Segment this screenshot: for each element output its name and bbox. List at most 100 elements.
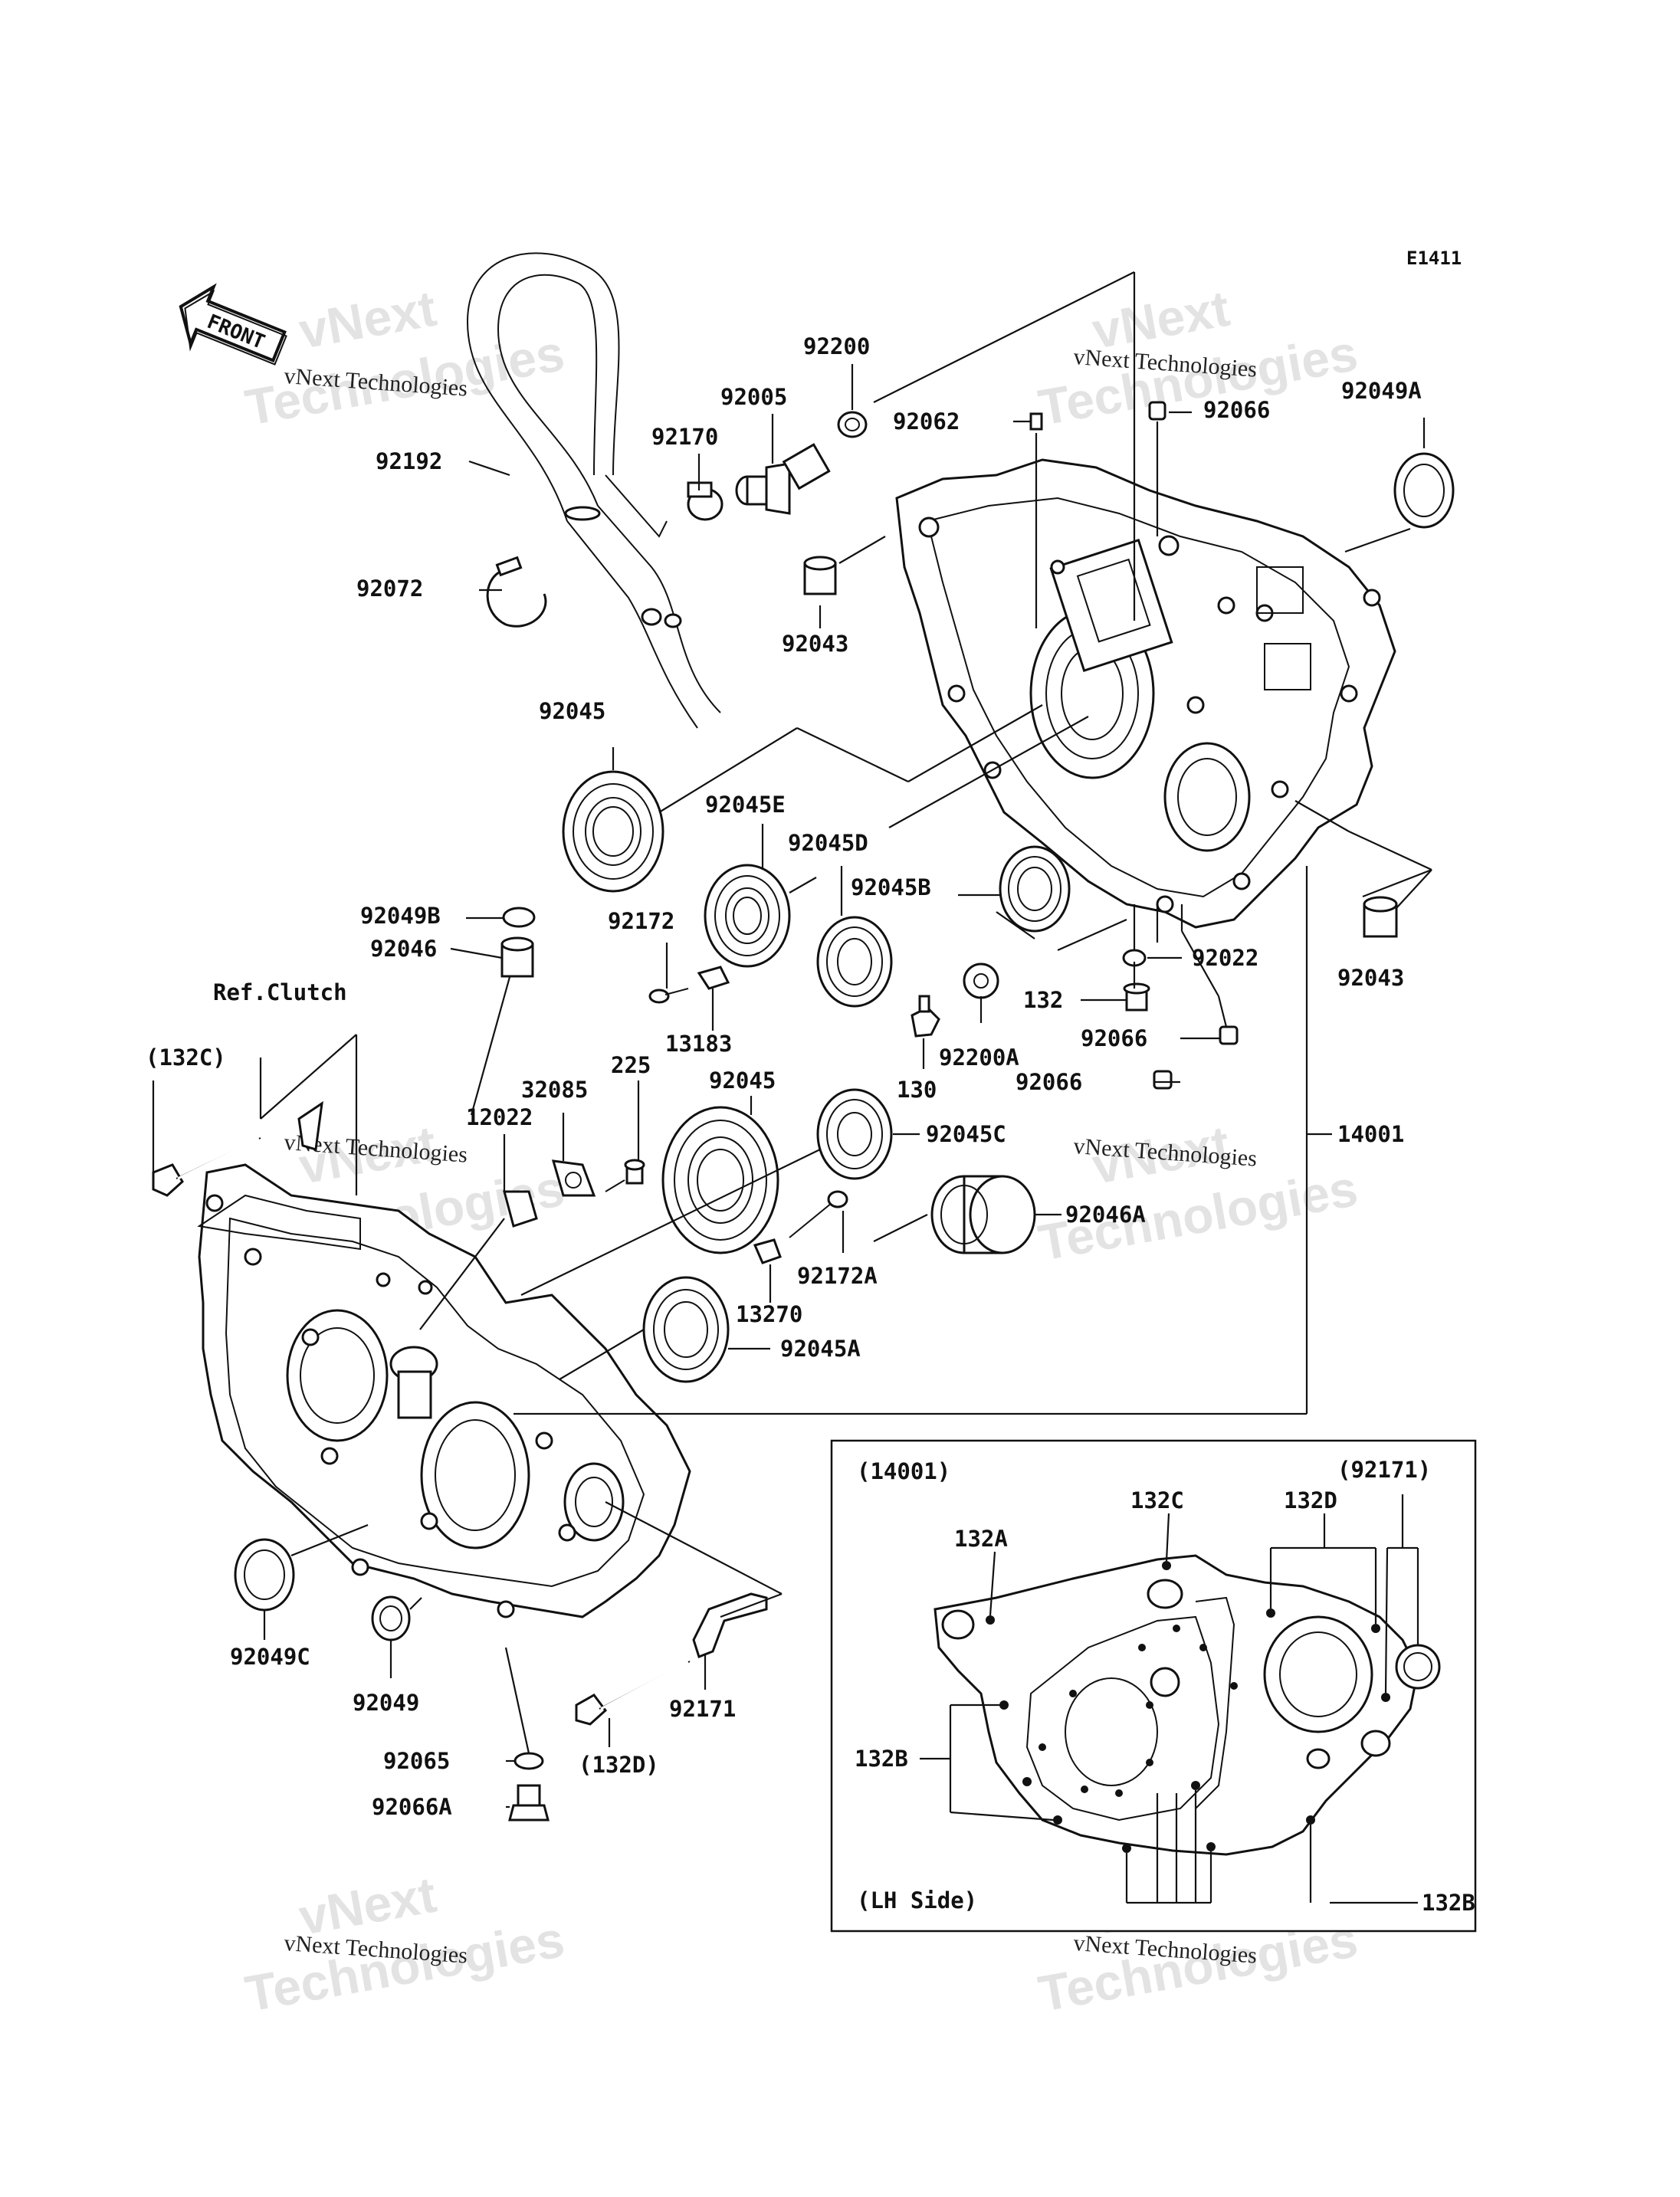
part-labels: 92192 92072 92170 92005 92200 92043 9206…: [146, 333, 1422, 1820]
label-92200: 92200: [803, 333, 870, 359]
label-14001: 14001: [1337, 1121, 1404, 1147]
label-92049A: 92049A: [1341, 378, 1422, 404]
bolt-132: [1123, 982, 1150, 1012]
inset-label-132C: 132C: [1130, 1487, 1184, 1513]
label-12022: 12022: [466, 1104, 533, 1130]
label-13270: 13270: [736, 1301, 802, 1327]
bolt-132D: [575, 1661, 691, 1726]
watermark-top-left: vNext Technologies vNext Technologies: [241, 280, 569, 436]
clamp-92170: [687, 481, 724, 521]
label-13183: 13183: [665, 1031, 732, 1057]
label-92046A: 92046A: [1065, 1202, 1146, 1228]
label-92022: 92022: [1192, 945, 1258, 971]
label-92171: 92171: [669, 1696, 736, 1722]
bearing-92045C: [816, 1088, 893, 1180]
label-92045E: 92045E: [705, 792, 786, 818]
label-92066-mid: 92066: [1081, 1025, 1147, 1051]
collar-92046: [500, 936, 534, 978]
plate-13270: [753, 1238, 782, 1264]
plate-32085: [551, 1159, 596, 1197]
dowel-pin-92043-right: [1363, 896, 1398, 938]
label-92043-top: 92043: [782, 631, 848, 657]
label-92066-top: 92066: [1203, 397, 1270, 423]
diagram-id: E1411: [1406, 248, 1462, 269]
label-92045D: 92045D: [788, 830, 868, 856]
inset-label-132D: 132D: [1284, 1487, 1337, 1513]
watermark-top-right: vNext Technologies vNext Technologies: [1035, 280, 1362, 436]
washer-92049B: [502, 907, 536, 928]
left-crankcase-half: [197, 1163, 691, 1618]
label-92072: 92072: [356, 575, 423, 602]
screw-92172: [648, 988, 689, 1004]
bearing-92045E: [704, 864, 791, 968]
bearing-92045A: [642, 1276, 730, 1383]
plug-92066-low: [1153, 1070, 1173, 1090]
label-92045A: 92045A: [780, 1336, 861, 1362]
right-crankcase-half: [895, 458, 1396, 929]
label-92172A: 92172A: [797, 1263, 878, 1289]
washer-92065: [514, 1752, 544, 1770]
washer-92200A: [963, 962, 999, 999]
hose-clamp-92072: [486, 556, 547, 628]
breather-hose: [466, 252, 721, 729]
front-arrow-icon: FRONT: [179, 283, 287, 366]
label-92045-top: 92045: [539, 698, 605, 724]
needle-bearing-92046A: [930, 1175, 1036, 1254]
inset-label-132A: 132A: [954, 1526, 1008, 1552]
oil-seal-92049: [371, 1595, 411, 1641]
label-92046: 92046: [370, 936, 437, 962]
label-92066A: 92066A: [372, 1794, 452, 1820]
oil-seal-92049A: [1393, 452, 1455, 529]
label-92049B: 92049B: [360, 903, 441, 929]
bracket-92171: [692, 1592, 768, 1658]
inset-lh-side: (14001) (LH Side): [830, 1439, 1477, 1933]
label-92066-low: 92066: [1016, 1069, 1082, 1095]
plate-13183: [697, 966, 730, 990]
inset-side-label: (LH Side): [857, 1887, 977, 1913]
label-ref-clutch: Ref.Clutch: [213, 979, 347, 1005]
label-92062: 92062: [893, 408, 960, 434]
label-132C-left: (132C): [146, 1044, 226, 1071]
leader-lines: [152, 271, 1432, 1808]
label-92172: 92172: [608, 908, 674, 934]
plug-92066A: [508, 1784, 550, 1822]
label-132: 132: [1023, 987, 1063, 1013]
label-92192: 92192: [376, 448, 442, 474]
watermark-bottom-left: vNext Technologies vNext Technologies: [241, 1866, 569, 2022]
label-92045C: 92045C: [926, 1121, 1006, 1147]
clip-ref-clutch: [297, 1100, 323, 1151]
inset-label-132B-left: 132B: [855, 1746, 908, 1772]
label-92049: 92049: [353, 1690, 419, 1716]
svg-text:vNext: vNext: [295, 280, 441, 359]
bolt-130: [911, 995, 940, 1038]
watermark-mid-right: vNext Technologies vNext Technologies: [1035, 1115, 1362, 1271]
label-92045B: 92045B: [851, 874, 931, 900]
inset-label-92171: (92171): [1337, 1457, 1431, 1483]
inset-title: (14001): [857, 1458, 950, 1484]
label-92005: 92005: [720, 384, 787, 410]
label-92045-mid: 92045: [709, 1067, 776, 1094]
label-92200A: 92200A: [939, 1044, 1019, 1071]
bearing-92045-mid: [661, 1106, 779, 1254]
label-130: 130: [897, 1077, 937, 1103]
bearing-92045-top: [562, 770, 664, 893]
bolt-225: [605, 1159, 645, 1192]
label-92043-right: 92043: [1337, 965, 1404, 991]
plug-92066-top: [1148, 401, 1166, 421]
inset-bolt-holes: [986, 1561, 1390, 1853]
washer-92200: [837, 411, 868, 438]
bearing-92045D: [816, 916, 893, 1008]
dowel-pin-92043-top: [803, 556, 837, 595]
screw-92172A: [789, 1190, 848, 1238]
bolt-132C: [152, 1137, 261, 1197]
oil-seal-92049C: [234, 1538, 295, 1612]
label-92049C: 92049C: [230, 1644, 310, 1670]
label-32085: 32085: [521, 1077, 588, 1103]
part-12022: [503, 1190, 538, 1228]
label-92170: 92170: [651, 424, 718, 450]
plug-92066-mid: [1219, 1025, 1239, 1045]
plug-92062: [1029, 412, 1043, 431]
label-132D-left: (132D): [579, 1752, 659, 1778]
bearing-92045B: [999, 845, 1071, 933]
